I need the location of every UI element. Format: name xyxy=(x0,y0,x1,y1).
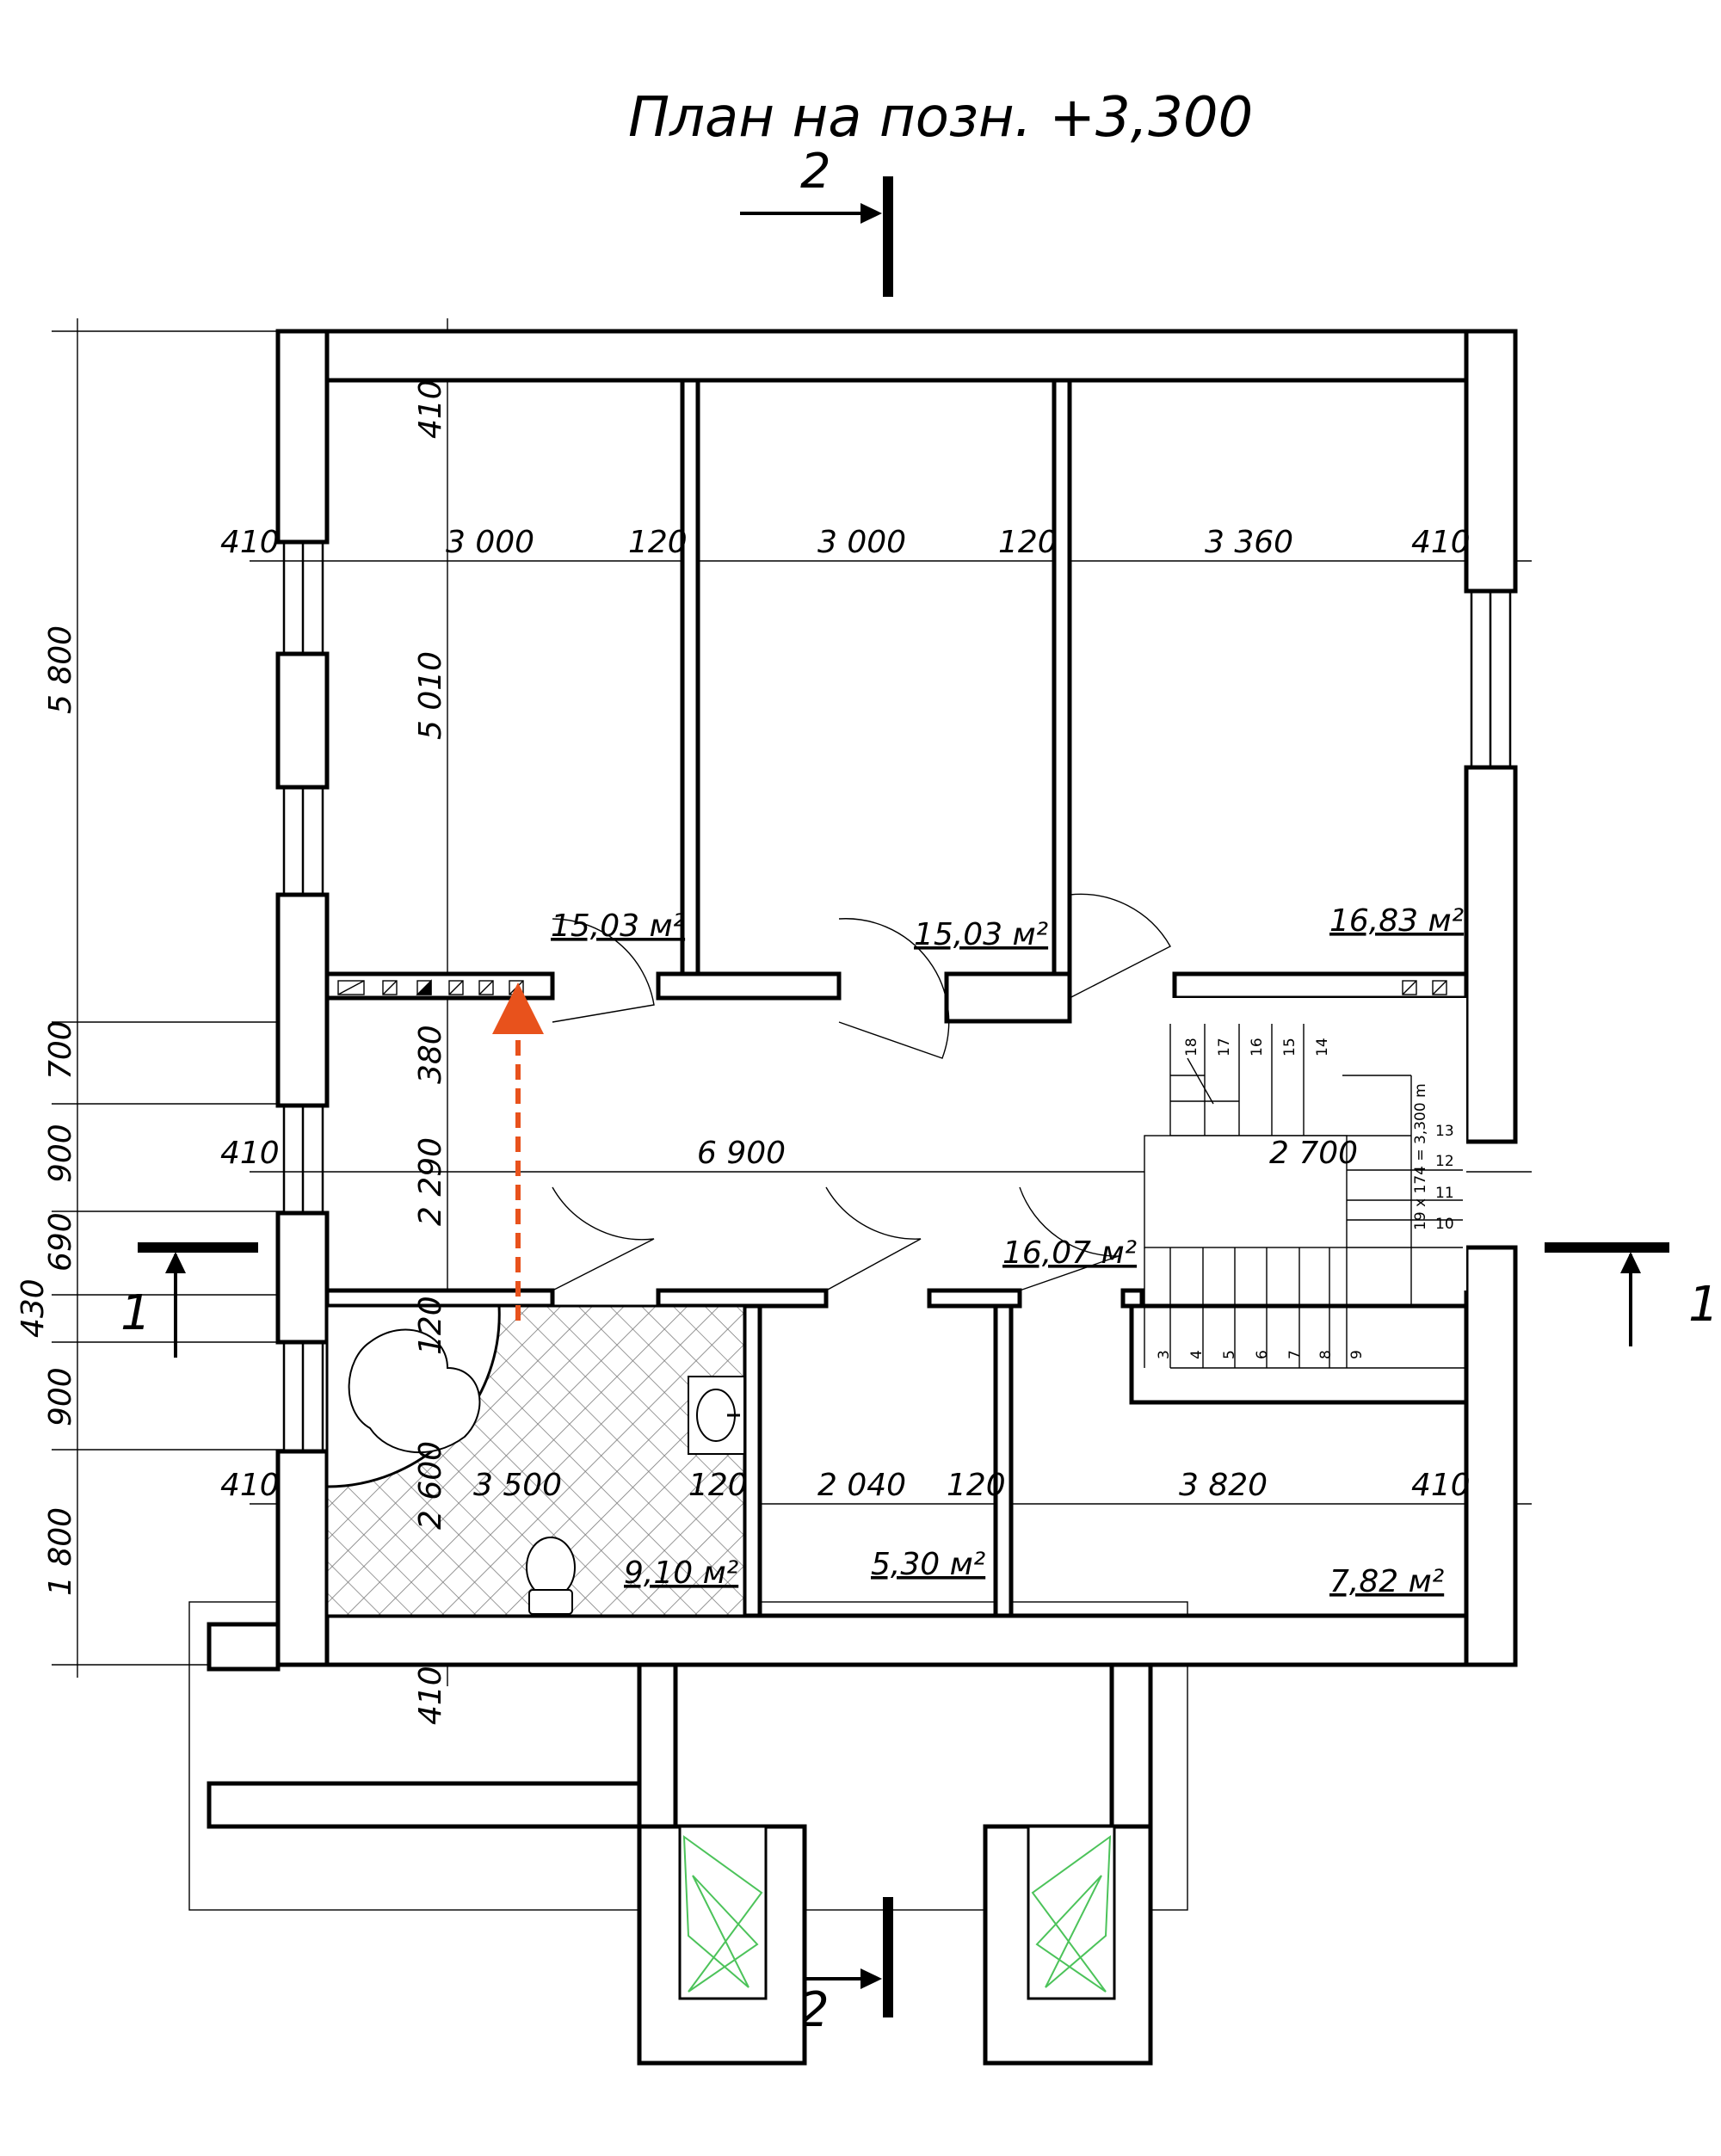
dim-inner-410: 410 xyxy=(413,379,448,439)
stair-label: 19 х 174 = 3,300 m xyxy=(1412,1083,1429,1230)
dim-row3: 3 500 xyxy=(473,1468,562,1503)
plan-title: План на позн. +3,300 xyxy=(628,86,1253,150)
doors xyxy=(552,893,1171,1291)
stair-step: 17 xyxy=(1216,1038,1233,1056)
dim-row3: 120 xyxy=(688,1468,748,1503)
area-wc: 5,30 м² xyxy=(871,1547,985,1582)
dim-inner-2600: 2 600 xyxy=(413,1441,448,1530)
dim-row3: 120 xyxy=(947,1468,1006,1503)
section-mark-2-top: 2 xyxy=(740,144,893,297)
dim-row1: 410 xyxy=(1411,525,1471,560)
section-number: 1 xyxy=(120,1285,151,1341)
dim-row3: 3 820 xyxy=(1179,1468,1268,1503)
dim-700: 700 xyxy=(43,1020,78,1080)
section-number: 1 xyxy=(1688,1277,1719,1333)
area-room-3: 16,83 м² xyxy=(1329,903,1464,939)
dim-row3: 2 040 xyxy=(817,1468,906,1503)
area-room-1: 15,03 м² xyxy=(551,909,685,944)
stair-step: 4 xyxy=(1188,1350,1206,1359)
chimney-hatch-left xyxy=(678,1825,768,2000)
stair-step: 15 xyxy=(1281,1038,1298,1056)
room-areas: 15,03 м² 15,03 м² 16,83 м² 16,07 м² 9,10… xyxy=(551,903,1464,1599)
area-bathroom: 9,10 м² xyxy=(624,1555,738,1591)
dim-inner-120: 120 xyxy=(413,1296,448,1355)
section-mark-1-right: 1 xyxy=(1545,1242,1719,1346)
section-mark-1-left: 1 xyxy=(120,1242,258,1358)
stair-step-numbers: 18 17 16 15 14 13 12 11 10 3 4 5 6 7 8 9… xyxy=(1156,1038,1454,1359)
stair-step: 13 xyxy=(1435,1123,1454,1140)
dim-inner-5010: 5 010 xyxy=(413,651,448,740)
dim-900: 900 xyxy=(43,1124,78,1183)
dim-430: 430 xyxy=(15,1278,51,1338)
dim-total-height: 5 800 xyxy=(43,625,78,714)
dim-inner-410-bottom: 410 xyxy=(413,1666,448,1725)
dim-row1: 410 xyxy=(220,525,280,560)
stair-step: 11 xyxy=(1435,1185,1454,1202)
dim-row2-stair: 2 700 xyxy=(1269,1136,1358,1171)
dim-inner-380: 380 xyxy=(413,1025,448,1084)
section-number: 2 xyxy=(800,144,831,200)
dim-row3: 410 xyxy=(1411,1468,1471,1503)
bathtub-icon xyxy=(325,1304,501,1488)
dim-900-b: 900 xyxy=(43,1367,78,1426)
stair-step: 8 xyxy=(1317,1350,1335,1359)
dim-row1: 120 xyxy=(628,525,688,560)
vent-duct-icon xyxy=(337,979,1447,995)
stair-step: 3 xyxy=(1156,1350,1173,1359)
dim-inner-2290: 2 290 xyxy=(413,1137,448,1226)
stair-step: 16 xyxy=(1249,1038,1266,1056)
windows xyxy=(282,540,1512,1453)
staircase xyxy=(1144,998,1466,1369)
stair-step: 7 xyxy=(1286,1350,1304,1359)
stair-step: 9 xyxy=(1348,1350,1366,1359)
chimney-hatch-right xyxy=(1027,1825,1116,2000)
stair-step: 10 xyxy=(1435,1216,1454,1233)
stair-step: 5 xyxy=(1221,1350,1238,1359)
dim-row2-mid: 6 900 xyxy=(697,1136,786,1171)
stair-step: 14 xyxy=(1314,1038,1331,1056)
stair-step: 18 xyxy=(1183,1038,1200,1056)
dim-row1: 3 360 xyxy=(1205,525,1293,560)
dim-1800: 1 800 xyxy=(43,1507,78,1596)
area-room-2: 15,03 м² xyxy=(914,917,1048,952)
dim-row2-left: 410 xyxy=(220,1136,280,1171)
dim-690: 690 xyxy=(43,1212,78,1272)
toilet-icon xyxy=(526,1537,576,1615)
stair-step: 6 xyxy=(1254,1350,1271,1359)
sink-icon xyxy=(688,1376,745,1455)
dim-row3: 410 xyxy=(220,1468,280,1503)
dim-row1: 3 000 xyxy=(446,525,534,560)
dimension-texts: 5 800 700 900 690 430 900 1 800 410 5 01… xyxy=(15,379,1471,1725)
stair-step: 12 xyxy=(1435,1153,1454,1170)
area-hall: 16,07 м² xyxy=(1002,1235,1137,1271)
dim-row1: 3 000 xyxy=(817,525,906,560)
dim-row1: 120 xyxy=(998,525,1058,560)
area-room-se: 7,82 м² xyxy=(1329,1564,1444,1599)
